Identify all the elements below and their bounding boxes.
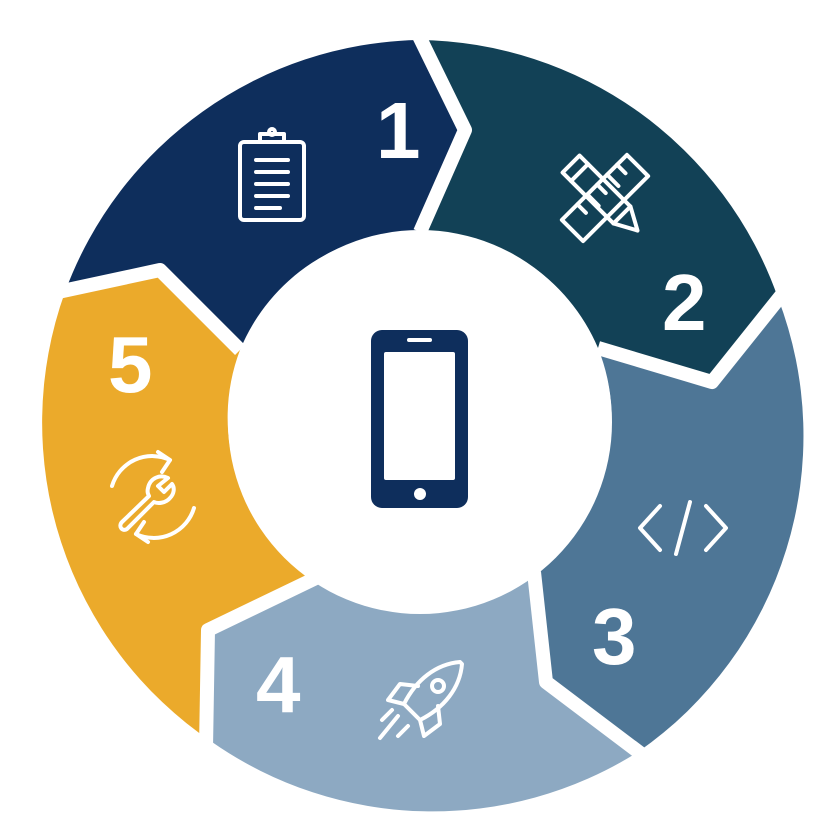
clipboard-icon [238, 127, 306, 222]
step-number-4: 4 [256, 640, 301, 729]
rocket-icon [378, 660, 464, 740]
segment-5 [42, 270, 316, 742]
segment-2 [418, 40, 778, 382]
step-number-1: 1 [376, 86, 421, 175]
smartphone-icon [371, 330, 468, 508]
step-number-3: 3 [592, 592, 637, 681]
step-number-5: 5 [108, 320, 153, 409]
segment-3 [534, 298, 804, 752]
code-icon [638, 500, 728, 556]
ruler-pencil-icon [559, 152, 651, 244]
step-number-2: 2 [662, 258, 707, 347]
maintenance-icon [110, 450, 196, 544]
segment-dividers [56, 30, 790, 762]
segment-4 [208, 572, 638, 812]
